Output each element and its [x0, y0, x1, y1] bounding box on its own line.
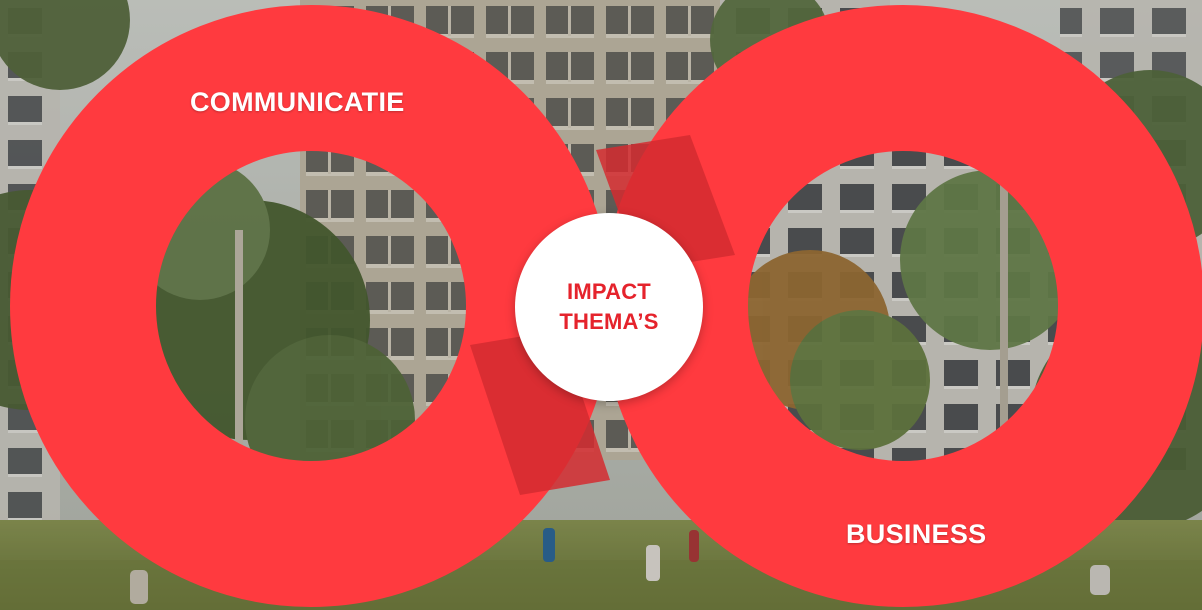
business-label: BUSINESS	[846, 519, 987, 549]
center-label-line1: IMPACT	[567, 279, 651, 304]
communicatie-label: COMMUNICATIE	[190, 87, 405, 117]
center-badge: IMPACT THEMA’S	[515, 213, 703, 401]
center-label-line2: THEMA’S	[559, 309, 659, 334]
